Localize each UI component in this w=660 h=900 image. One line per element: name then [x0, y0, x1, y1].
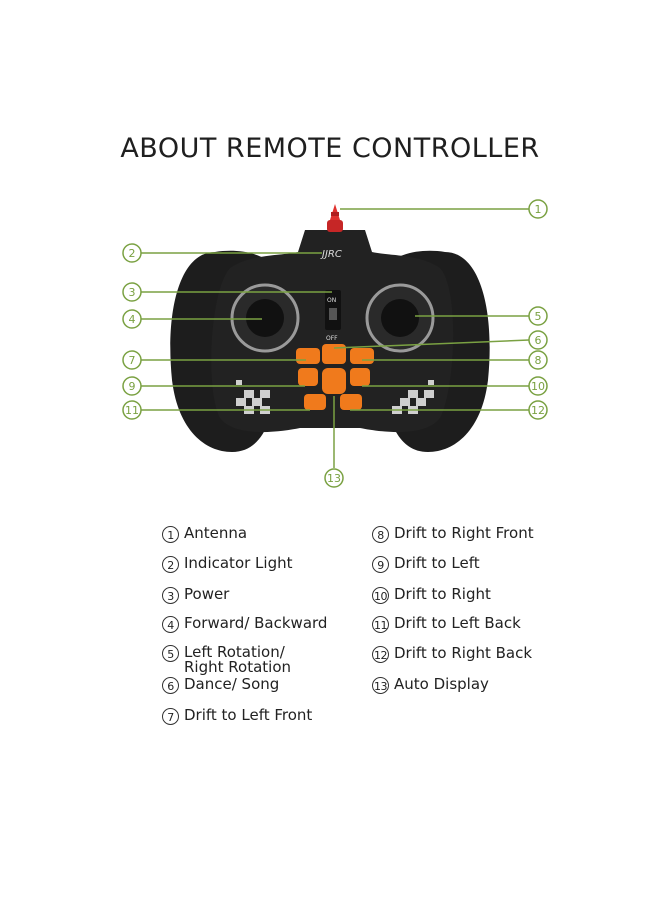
left-stick	[246, 299, 284, 337]
legend-number: 4	[162, 616, 179, 633]
legend-item-1: 1 Antenna	[162, 526, 247, 543]
callout-circle-7	[122, 350, 142, 370]
callout-number-5: 5	[535, 310, 542, 323]
legend-item-6: 6 Dance/ Song	[162, 677, 279, 694]
legend-label: Drift to Left Front	[184, 706, 313, 724]
callout-number-13: 13	[327, 472, 341, 485]
legend-number: 11	[372, 616, 389, 633]
legend-number: 2	[162, 556, 179, 573]
legend-item-7: 7 Drift to Left Front	[162, 708, 312, 725]
legend-label: Drift to Right Back	[394, 644, 533, 662]
legend-number: 7	[162, 708, 179, 725]
callout-number-2: 2	[129, 247, 136, 260]
callout-number-8: 8	[535, 354, 542, 367]
callout-circle-10	[528, 376, 548, 396]
callout-circle-1	[528, 199, 548, 219]
legend-number: 3	[162, 587, 179, 604]
legend-label: Drift to Right	[394, 585, 491, 603]
legend-label: Auto Display	[394, 675, 489, 693]
legend-number: 12	[372, 646, 389, 663]
legend-label: Drift to Right Front	[394, 524, 534, 542]
callout-number-3: 3	[129, 286, 136, 299]
legend-label: Left Rotation/ Right Rotation	[184, 643, 291, 676]
callout-circle-3	[122, 282, 142, 302]
switch-on-label: ON	[327, 297, 336, 304]
legend-number: 1	[162, 526, 179, 543]
legend-label: Antenna	[184, 524, 248, 542]
legend-item-2: 2 Indicator Light	[162, 556, 293, 573]
legend-number: 6	[162, 677, 179, 694]
page-title: ABOUT REMOTE CONTROLLER	[120, 133, 540, 164]
legend-item-13: 13 Auto Display	[372, 677, 489, 694]
legend-number: 8	[372, 526, 389, 543]
callout-circle-13	[324, 468, 344, 488]
legend-number: 9	[372, 556, 389, 573]
callout-circle-4	[122, 309, 142, 329]
callout-circle-9	[122, 376, 142, 396]
right-stick	[381, 299, 419, 337]
legend-item-10: 10 Drift to Right	[372, 587, 491, 604]
legend-number: 13	[372, 677, 389, 694]
callout-number-6: 6	[535, 334, 542, 347]
controller-body	[170, 204, 490, 452]
switch-off-label: OFF	[326, 335, 338, 342]
callout-number-10: 10	[531, 380, 545, 393]
callout-number-4: 4	[129, 313, 136, 326]
legend-label: Drift to Left Back	[394, 614, 521, 632]
callout-number-9: 9	[129, 380, 136, 393]
callout-circle-11	[122, 400, 142, 420]
legend-item-3: 3 Power	[162, 587, 229, 604]
legend-item-4: 4 Forward/ Backward	[162, 616, 327, 633]
callout-circle-5	[528, 306, 548, 326]
legend-number: 10	[372, 587, 389, 604]
callout-number-12: 12	[531, 404, 545, 417]
legend-item-11: 11 Drift to Left Back	[372, 616, 521, 633]
legend-label: Drift to Left	[394, 554, 480, 572]
callout-circle-6	[528, 330, 548, 350]
callout-number-11: 11	[125, 404, 139, 417]
callout-circle-8	[528, 350, 548, 370]
legend-item-9: 9 Drift to Left	[372, 556, 480, 573]
callout-circle-2	[122, 243, 142, 263]
legend-item-12: 12 Drift to Right Back	[372, 646, 532, 663]
legend: 1 Antenna 2 Indicator Light 3 Power 4 Forward/ …	[0, 520, 660, 760]
callout-circle-12	[528, 400, 548, 420]
legend-number: 5	[162, 645, 179, 662]
legend-label: Forward/ Backward	[184, 614, 328, 632]
callout-number-7: 7	[129, 354, 136, 367]
callout-number-1: 1	[535, 203, 542, 216]
legend-label: Dance/ Song	[184, 675, 280, 693]
legend-label: Power	[184, 585, 230, 603]
brand-mark: JJRC	[320, 249, 342, 260]
antenna-base	[327, 220, 343, 232]
legend-item-8: 8 Drift to Right Front	[372, 526, 534, 543]
legend-item-5: 5 Left Rotation/ Right Rotation	[162, 645, 291, 675]
callout-lines	[141, 208, 530, 468]
legend-label: Indicator Light	[184, 554, 293, 572]
